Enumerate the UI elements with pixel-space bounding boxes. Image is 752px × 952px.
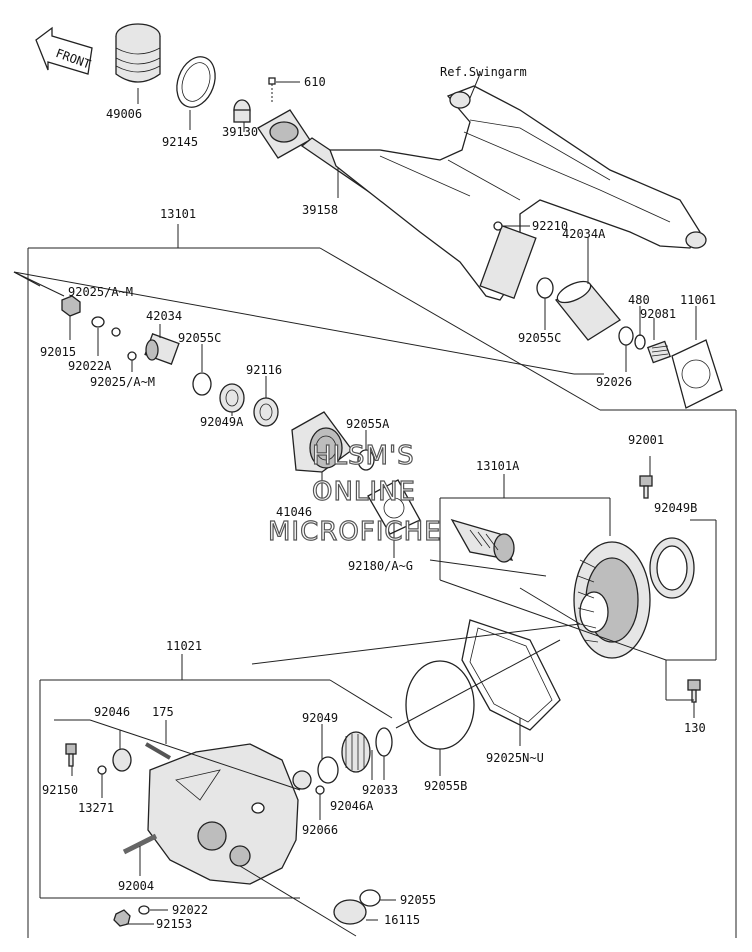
- o-ring-part-icon: [192, 372, 212, 396]
- ring-gear-part-icon: [573, 541, 651, 659]
- part-label: 39158: [302, 203, 338, 217]
- swingarm-part-icon: [329, 85, 707, 301]
- part-label: 41046: [276, 505, 312, 519]
- part-label: 11061: [680, 293, 716, 307]
- cap-part-icon: [333, 899, 367, 925]
- part-label: 92046A: [330, 799, 374, 813]
- part-label: 13101A: [476, 459, 520, 473]
- watermark-line-1: HLSM'S: [312, 441, 415, 471]
- part-label: 92004: [118, 879, 154, 893]
- bolt-part-icon: [687, 679, 701, 703]
- part-label: 92025/A~M: [90, 375, 155, 389]
- part-label: 92022A: [68, 359, 112, 373]
- spring-part-icon: [646, 340, 672, 364]
- plug-part-icon: [315, 785, 325, 795]
- part-label: 92015: [40, 345, 76, 359]
- washer-part-icon: [138, 905, 150, 915]
- ref-swingarm-label: Ref.Swingarm: [440, 65, 527, 79]
- oil-seal-part-icon: [219, 383, 245, 413]
- part-label: 42034A: [562, 227, 606, 241]
- part-label: 480: [628, 293, 650, 307]
- nut-part-icon: [61, 295, 81, 317]
- part-label: 92081: [640, 307, 676, 321]
- part-label: 92049B: [654, 501, 697, 515]
- part-label: 13101: [160, 207, 196, 221]
- stud-part-icon: [144, 742, 172, 760]
- leader-lines: [13, 73, 737, 938]
- bolt-part-icon: [65, 743, 77, 767]
- part-label: 92026: [596, 375, 632, 389]
- collar-part-icon: [292, 770, 312, 790]
- gasket-part-icon: [671, 339, 723, 409]
- shim-part-icon: [127, 351, 137, 361]
- coupling-part-icon: [144, 333, 180, 365]
- washer-part-icon: [97, 765, 107, 775]
- part-label: 175: [152, 705, 174, 719]
- part-label: 49006: [106, 107, 142, 121]
- pinion-gear-part-icon: [450, 518, 515, 563]
- shim-set-part-icon: [367, 479, 421, 535]
- part-label: 42034: [146, 309, 182, 323]
- part-label: 92116: [246, 363, 282, 377]
- bushing-part-icon: [233, 99, 251, 123]
- bushing-part-icon: [112, 748, 132, 772]
- part-label: 92180/A~G: [348, 559, 413, 573]
- washer-part-icon: [91, 316, 105, 328]
- bolt-part-icon: [639, 475, 653, 499]
- part-label: 92055: [400, 893, 436, 907]
- part-label: 92145: [162, 135, 198, 149]
- part-label: 92025/A~M: [68, 285, 133, 299]
- circlip-part-icon: [375, 727, 393, 757]
- part-label: 92055C: [518, 331, 561, 345]
- watermark-line-2: ONLINE: [312, 477, 416, 507]
- shim-part-icon: [111, 327, 121, 337]
- bearing-part-icon: [253, 397, 279, 427]
- pin-part-icon: [268, 77, 276, 104]
- o-ring-part-icon: [359, 889, 381, 907]
- part-label: 92033: [362, 783, 398, 797]
- part-label: 92025N~U: [486, 751, 544, 765]
- bearing-housing-part-icon: [291, 411, 353, 473]
- part-label: 16115: [384, 913, 420, 927]
- part-label: 92055C: [178, 331, 221, 345]
- clamp-part-icon: [176, 56, 216, 108]
- part-label: 92055B: [424, 779, 467, 793]
- part-label: 92049: [302, 711, 338, 725]
- sleeve-part-icon: [554, 280, 621, 341]
- front-arrow-icon: FRONT: [35, 26, 93, 75]
- shim-part-icon: [461, 619, 561, 731]
- part-label: 39130: [222, 125, 258, 139]
- final-gear-case-part-icon: [147, 743, 299, 885]
- part-label: 610: [304, 75, 326, 89]
- part-label: 92153: [156, 917, 192, 931]
- part-labels: 610 49006 92145 39130 39158 92210 13101 …: [40, 75, 716, 931]
- part-label: 92055A: [346, 417, 390, 431]
- fitting-part-icon: [122, 833, 158, 855]
- part-label: 92210: [532, 219, 568, 233]
- washer-part-icon: [618, 326, 634, 346]
- part-label: 92046: [94, 705, 130, 719]
- oil-seal-part-icon: [649, 537, 695, 599]
- o-ring-part-icon: [536, 277, 554, 299]
- part-label: 92001: [628, 433, 664, 447]
- watermark-line-3: MICROFICHE: [268, 517, 442, 547]
- part-label: 92150: [42, 783, 78, 797]
- part-label: 92022: [172, 903, 208, 917]
- washer-part-icon: [317, 756, 339, 784]
- watermark: HLSM'S ONLINE MICROFICHE: [267, 440, 442, 547]
- part-label: 13271: [78, 801, 114, 815]
- circlip-part-icon: [634, 334, 646, 350]
- o-ring-part-icon: [405, 660, 475, 750]
- part-label: 11021: [166, 639, 202, 653]
- part-label: 92066: [302, 823, 338, 837]
- boot-part-icon: [115, 23, 161, 83]
- part-label: 92049A: [200, 415, 244, 429]
- bearing-part-icon: [341, 731, 371, 773]
- part-label: 130: [684, 721, 706, 735]
